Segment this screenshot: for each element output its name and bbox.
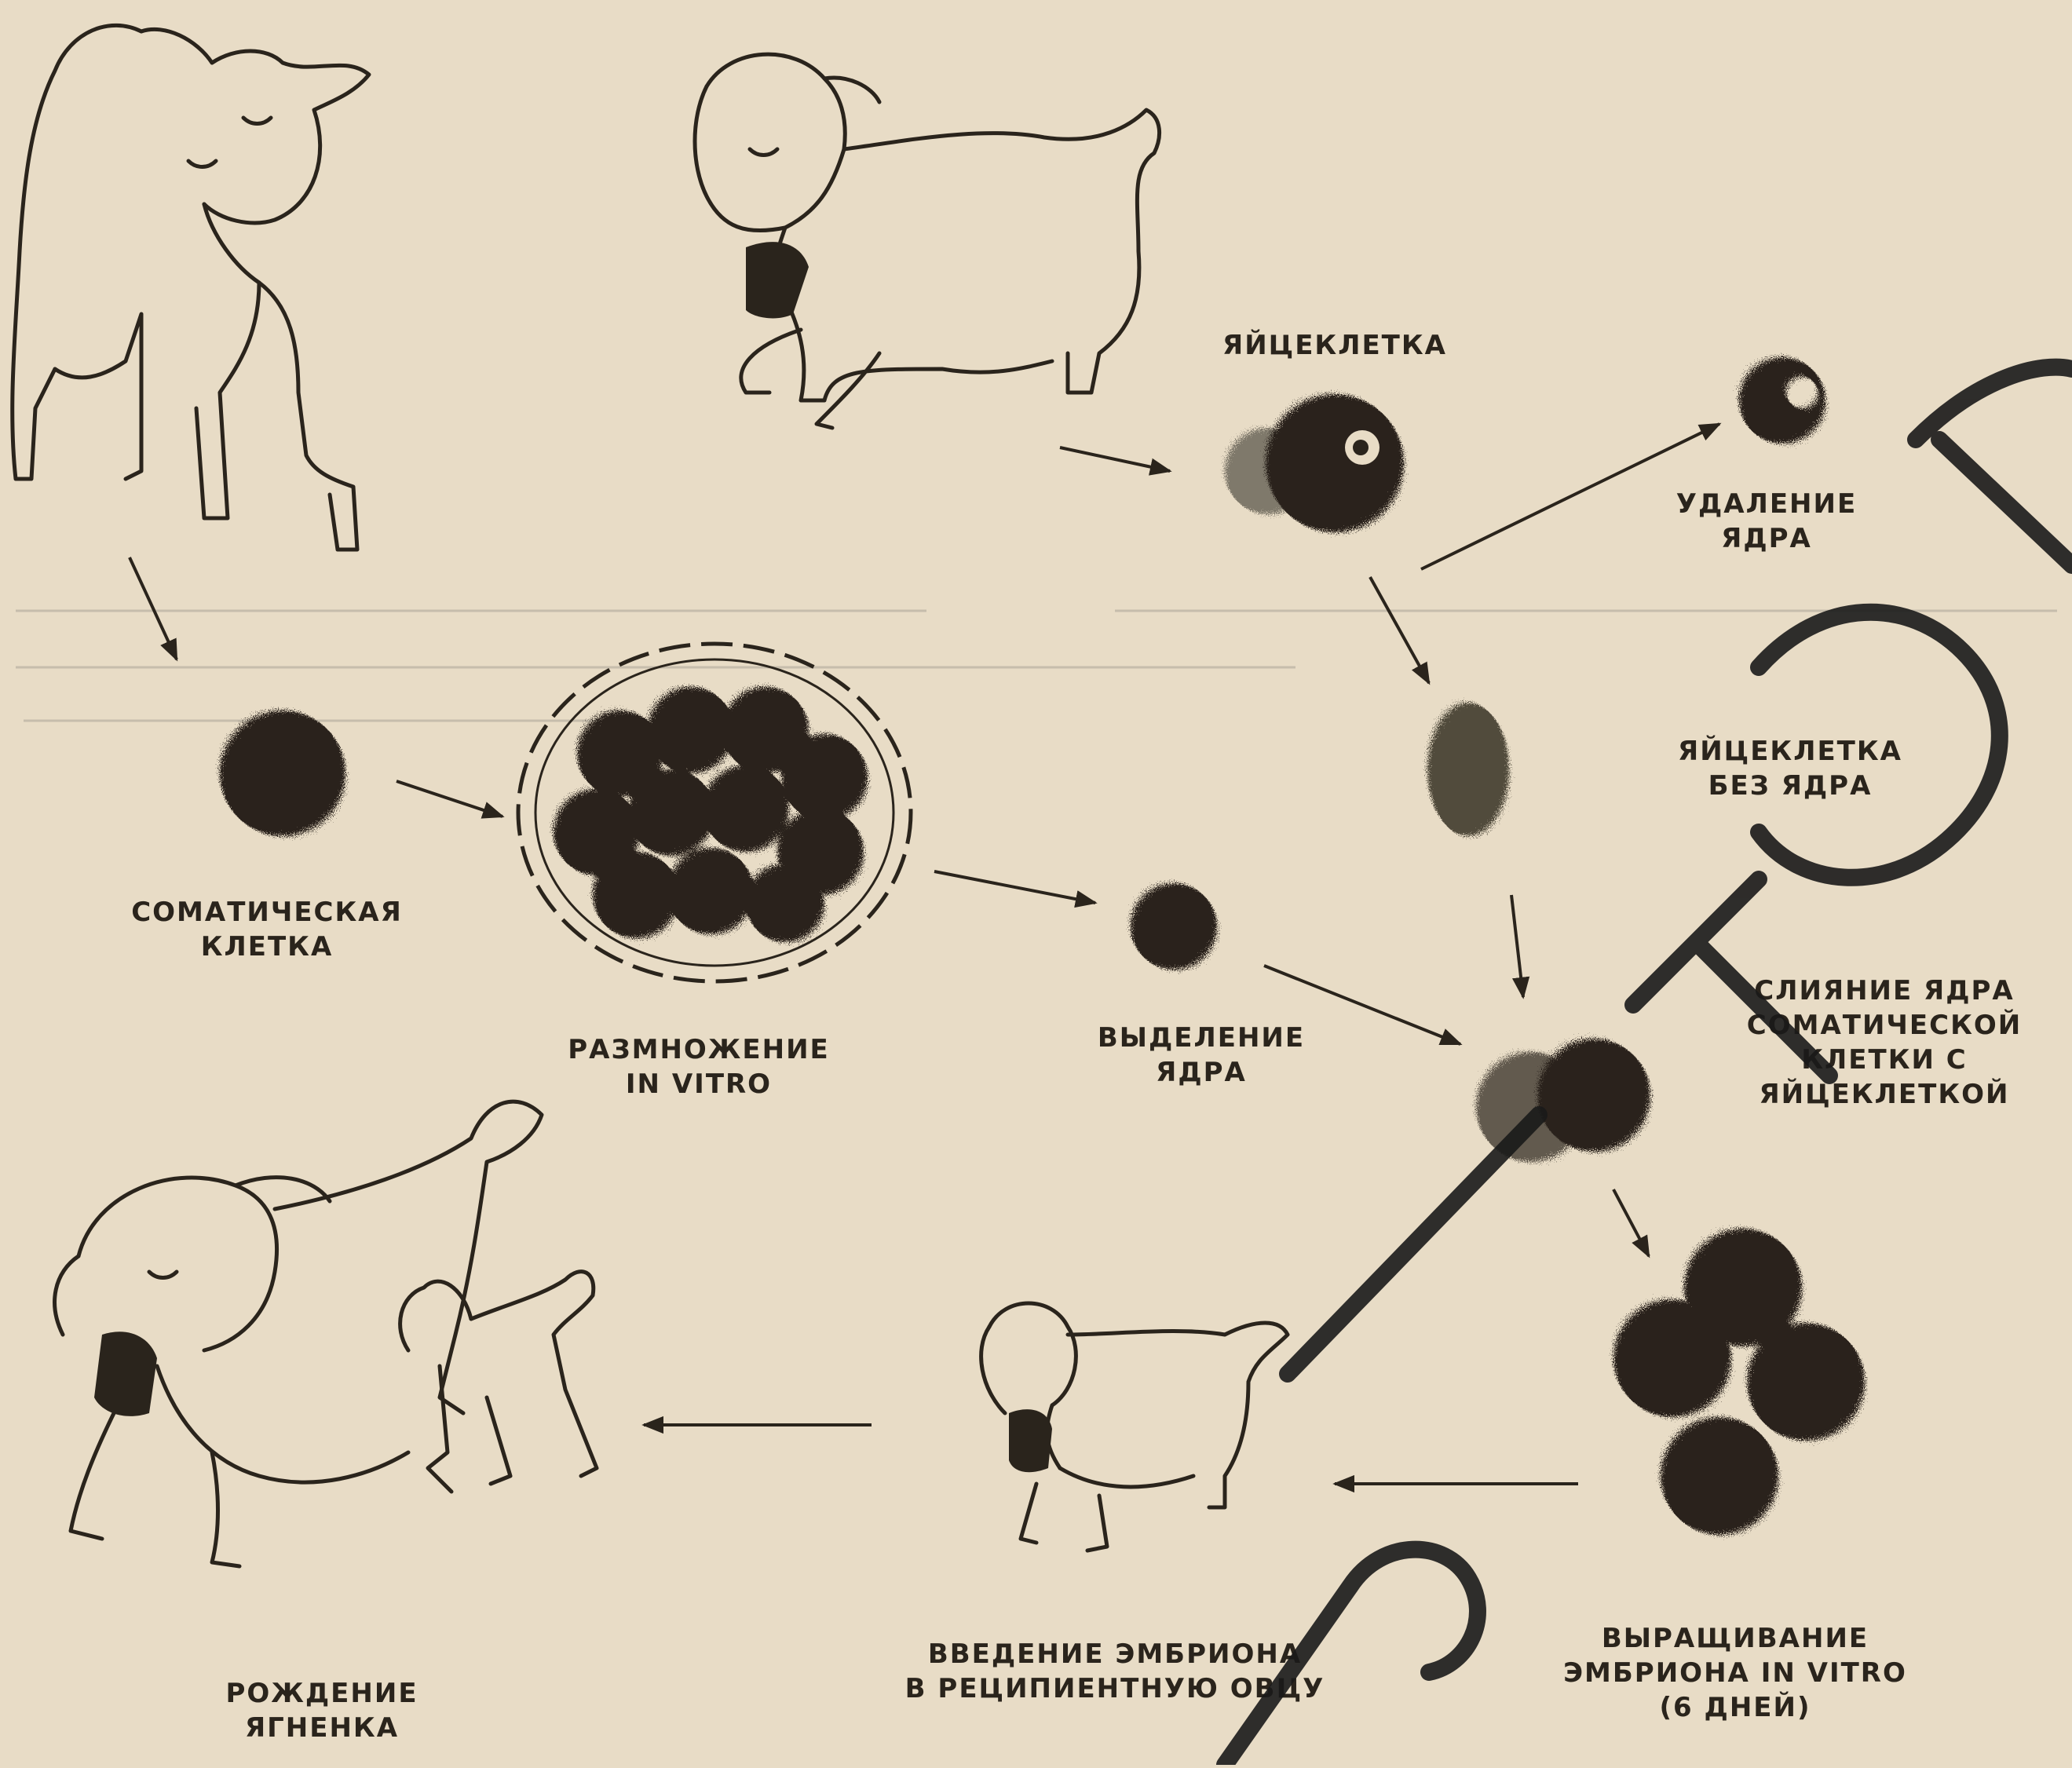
label-embryo-transfer: ВВЕДЕНИЕ ЭМБРИОНА В РЕЦИПИЕНТНУЮ ОВЦУ — [817, 1637, 1413, 1706]
cell-icon — [1739, 357, 1825, 444]
label-nucleus-removal: УДАЛЕНИЕ ЯДРА — [1602, 487, 1931, 556]
embryo-icon — [1613, 1229, 1865, 1535]
label-lamb-birth: РОЖДЕНИЕ ЯГНЕНКА — [141, 1676, 502, 1745]
arrow-egg-donor-to-egg — [1060, 447, 1170, 471]
sheep-mother-with-lamb-icon — [55, 1101, 597, 1566]
sheep-donor-icon — [13, 25, 369, 550]
arrow-somatic-to-dish — [396, 781, 502, 816]
arrow-fusion-to-embryo — [1613, 1189, 1649, 1256]
label-enucleated-egg: ЯЙЦЕКЛЕТКА БЕЗ ЯДРА — [1633, 734, 1947, 803]
petri-dish-icon — [518, 644, 911, 981]
arrow-donor-to-somatic — [130, 557, 177, 659]
cell-icon — [1131, 883, 1217, 970]
label-nucleus-isolation: ВЫДЕЛЕНИЕ ЯДРА — [1036, 1021, 1366, 1090]
label-fusion: СЛИЯНИЕ ЯДРА СОМАТИЧЕСКОЙ КЛЕТКИ С ЯЙЦЕК… — [1704, 973, 2065, 1112]
label-egg-cell: ЯЙЦЕКЛЕТКА — [1162, 328, 1507, 363]
cell-icon — [220, 710, 345, 836]
arrow-dish-to-nucleus — [934, 871, 1095, 903]
label-somatic-cell: СОМАТИЧЕСКАЯ КЛЕТКА — [71, 895, 463, 964]
cell-icon — [1427, 703, 1509, 836]
arrow-enucleated-to-fusion — [1511, 895, 1523, 997]
arrow-egg-to-enucleated — [1370, 577, 1429, 683]
bleed-through-text — [16, 611, 2057, 721]
sheep-egg-donor-icon — [695, 54, 1160, 428]
cell-icon — [1476, 1039, 1650, 1162]
cell-icon — [1225, 394, 1404, 532]
label-in-vitro-multiplication: РАЗМНОЖЕНИЕ IN VITRO — [502, 1032, 895, 1101]
sheep-recipient-icon — [981, 1303, 1288, 1551]
label-embryo-culture: ВЫРАЩИВАНИЕ ЭМБРИОНА IN VITRO (6 ДНЕЙ) — [1484, 1621, 1986, 1725]
